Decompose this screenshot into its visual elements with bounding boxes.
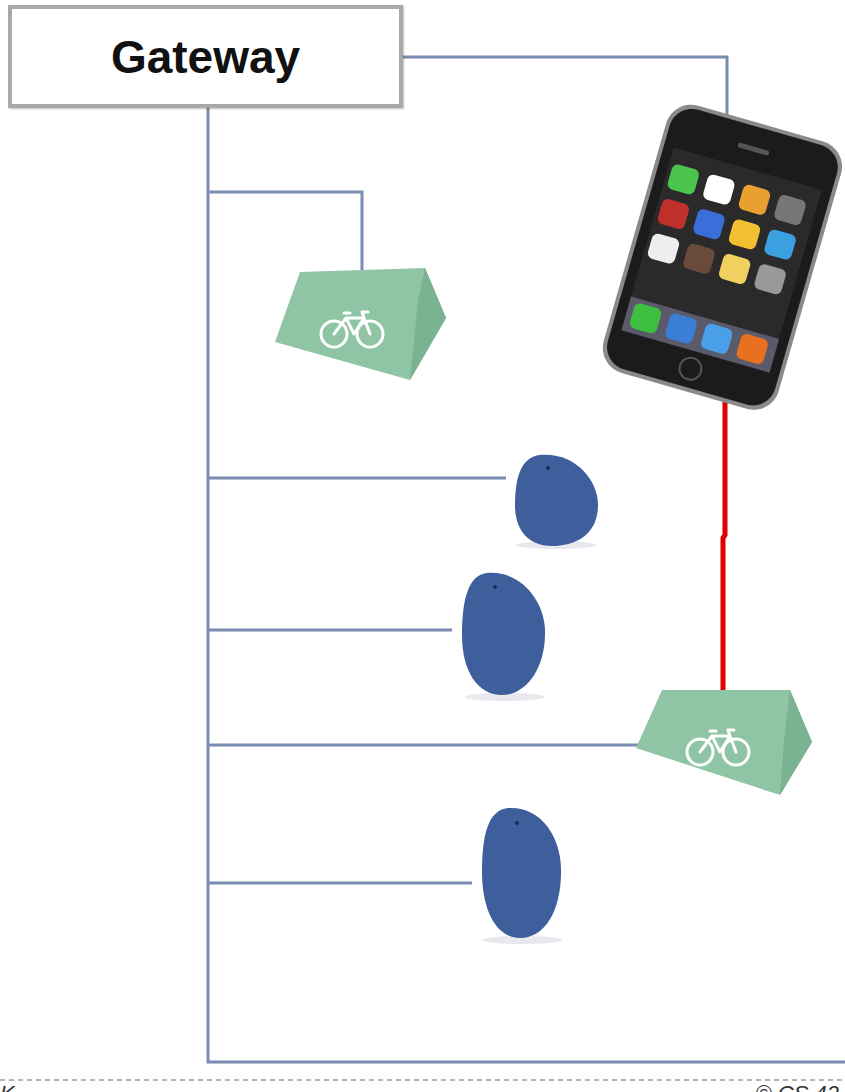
beacon [462,573,545,701]
bike-beacon [636,690,812,795]
footer-text: © CS 42 [756,1081,839,1092]
wire [208,57,845,1062]
footer-text: K [0,1081,15,1092]
gateway-box: Gateway [8,5,403,108]
beacon [515,455,598,549]
beacon [482,808,562,944]
footer-rule [0,1079,845,1081]
bike-beacon [275,268,446,380]
node-title: Gateway [111,30,300,84]
link-line [723,385,725,690]
smartphone [597,98,845,415]
